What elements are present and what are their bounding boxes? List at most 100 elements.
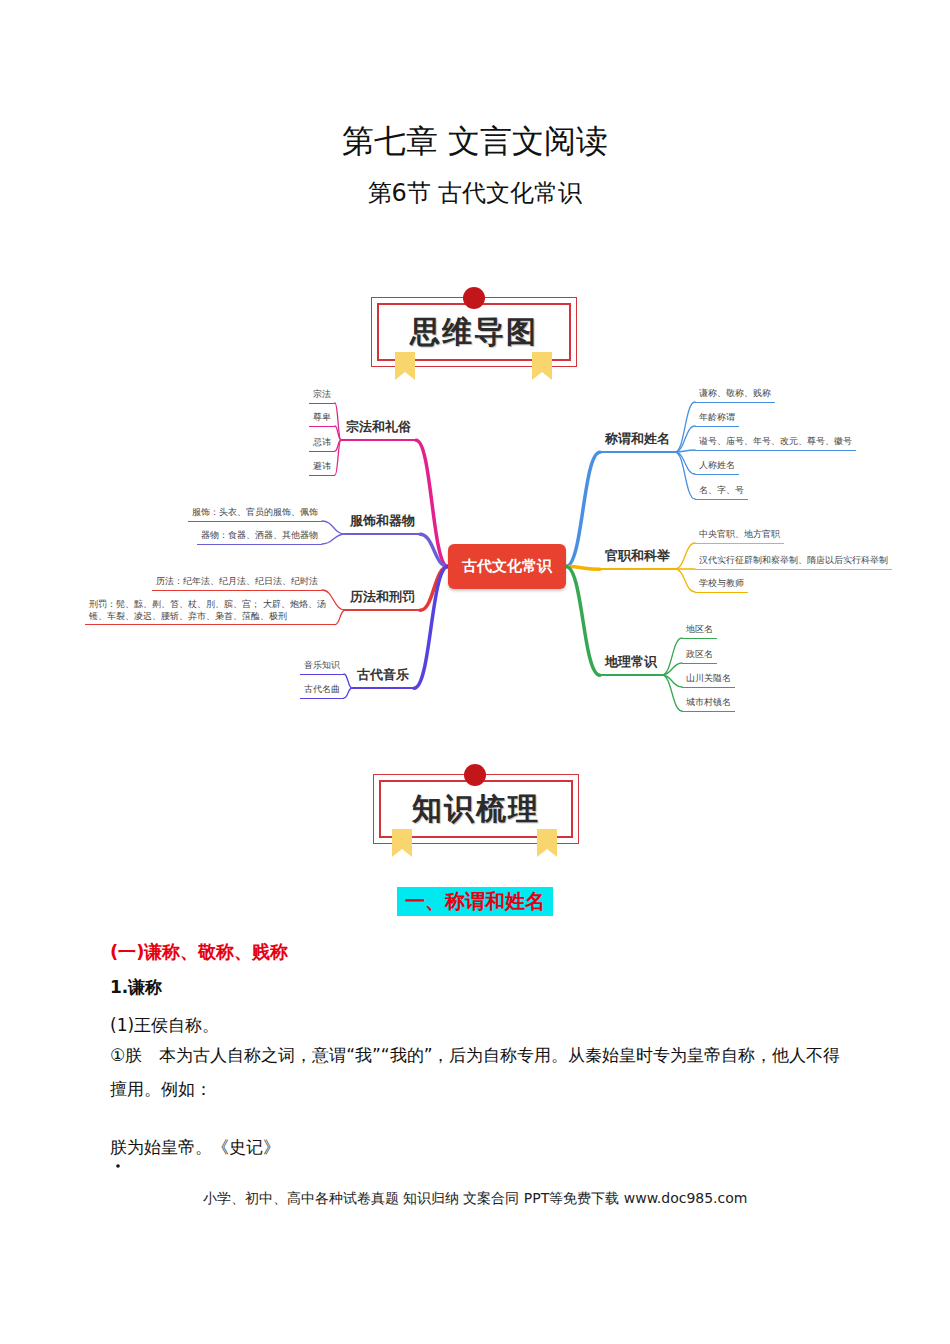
branch-connector xyxy=(566,567,600,676)
branch-connector xyxy=(675,569,695,592)
node-text: 历法和刑罚 xyxy=(350,589,415,605)
node-text: 中央官职、地方官职 xyxy=(699,529,780,541)
leaf-topic: 年龄称谓 xyxy=(695,412,739,427)
branch-connector xyxy=(675,543,695,569)
node-text: 古代文化常识 xyxy=(462,557,552,576)
node-text: 尊卑 xyxy=(313,412,331,424)
ribbon xyxy=(532,352,552,380)
leaf-topic: 城市村镇名 xyxy=(682,697,735,712)
subtitle: 第6节 古代文化常识 xyxy=(368,177,583,209)
node-text: 地区名 xyxy=(686,624,713,636)
branch-connector xyxy=(344,688,352,698)
leaf-topic: 中央官职、地方官职 xyxy=(695,529,784,544)
leaf-topic: 学校与教师 xyxy=(695,578,748,593)
branch-connector xyxy=(416,440,448,566)
branch-connector xyxy=(662,675,682,711)
leaf-topic: 忌讳 xyxy=(309,437,335,452)
node-text: 避讳 xyxy=(313,461,331,473)
branch-connector xyxy=(344,674,352,688)
ribbon xyxy=(395,352,415,380)
page-title: 第七章 文言文阅读 xyxy=(342,120,608,164)
page-footer: 小学、初中、高中各种试卷真题 知识归纳 文案合同 PPT等免费下载 www.do… xyxy=(203,1190,748,1208)
leaf-topic: 刑罚：髡、黥、劓、笞、杖、刖、膑、宫； 大辟、炮烙、汤镬、车裂、凌迟、腰斩、弃市… xyxy=(85,599,335,625)
example-text: 朕为始皇帝。《史记》 xyxy=(110,1130,280,1164)
branch-connector xyxy=(675,402,695,452)
node-text: 历法：纪年法、纪月法、纪日法、纪时法 xyxy=(156,576,318,588)
branch-connector xyxy=(335,440,341,475)
branch-topic: 宗法和礼俗 xyxy=(341,419,416,441)
branch-connector xyxy=(662,663,682,675)
section-subheading: (一)谦称、敬称、贱称 xyxy=(110,940,288,964)
leaf-topic: 音乐知识 xyxy=(300,660,344,675)
node-text: 地理常识 xyxy=(605,654,657,670)
branch-topic: 古代音乐 xyxy=(352,667,414,689)
node-text: 学校与教师 xyxy=(699,578,744,590)
branch-topic: 称谓和姓名 xyxy=(600,431,675,453)
node-text: 古代音乐 xyxy=(357,667,409,683)
leaf-topic: 尊卑 xyxy=(309,412,335,427)
leaf-topic: 名、字、号 xyxy=(695,485,748,500)
leaf-topic: 器物：食器、酒器、其他器物 xyxy=(197,530,322,545)
item-heading: 1.谦称 xyxy=(110,976,162,999)
banner-ornament xyxy=(395,287,552,380)
branch-connector xyxy=(335,610,345,625)
node-text: 器物：食器、酒器、其他器物 xyxy=(201,530,318,542)
branch-topic: 历法和刑罚 xyxy=(345,589,420,611)
node-text: 名、字、号 xyxy=(699,485,744,497)
node-text: 思维导图 xyxy=(410,312,538,353)
branch-topic: 服饰和器物 xyxy=(345,513,420,535)
branch-connector xyxy=(566,452,600,566)
body-text: (1)王侯自称。 xyxy=(110,1008,219,1042)
red-dot xyxy=(464,764,486,786)
node-text: 人称姓名 xyxy=(699,460,735,472)
branch-connector xyxy=(675,452,695,499)
leaf-topic: 政区名 xyxy=(682,649,717,664)
section-banner: 知识梳理 xyxy=(379,780,573,838)
node-text: 宗法 xyxy=(313,389,331,401)
branch-connector xyxy=(675,426,695,452)
node-text: 官职和科举 xyxy=(605,548,670,564)
leaf-topic: 宗法 xyxy=(309,389,335,404)
node-text: 知识梳理 xyxy=(412,789,540,830)
branch-connector xyxy=(675,452,695,474)
leaf-topic: 避讳 xyxy=(309,461,335,476)
node-text: 谦称、敬称、贱称 xyxy=(699,388,771,400)
node-text: 汉代实行征辟制和察举制、隋唐以后实行科举制 xyxy=(699,555,888,567)
node-text: 忌讳 xyxy=(313,437,331,449)
section-heading: 一、称谓和姓名 xyxy=(397,887,553,916)
node-text: 刑罚：髡、黥、劓、笞、杖、刖、膑、宫； 大辟、炮烙、汤镬、车裂、凌迟、腰斩、弃市… xyxy=(89,599,331,622)
node-text: 称谓和姓名 xyxy=(605,431,670,447)
section-banner: 思维导图 xyxy=(377,303,571,361)
ribbon xyxy=(392,829,412,857)
node-text: 古代名曲 xyxy=(304,684,340,696)
central-topic: 古代文化常识 xyxy=(448,544,566,589)
node-text: 音乐知识 xyxy=(304,660,340,672)
leaf-topic: 汉代实行征辟制和察举制、隋唐以后实行科举制 xyxy=(695,555,892,570)
branch-connector xyxy=(322,521,345,534)
node-text: 服饰和器物 xyxy=(350,513,415,529)
node-text: 一、称谓和姓名 xyxy=(405,888,545,915)
leaf-topic: 古代名曲 xyxy=(300,684,344,699)
leaf-topic: 谥号、庙号、年号、改元、尊号、徽号 xyxy=(695,436,856,451)
branch-topic: 官职和科举 xyxy=(600,548,675,570)
branch-connector xyxy=(675,450,695,452)
banner-ornament xyxy=(392,764,557,857)
node-text: 政区名 xyxy=(686,649,713,661)
node-text: 城市村镇名 xyxy=(686,697,731,709)
body-text: ①朕 本为古人自称之词，意谓“我”“我的”，后为自称专用。从秦始皇时专为皇帝自称… xyxy=(110,1038,855,1106)
node-text: 谥号、庙号、年号、改元、尊号、徽号 xyxy=(699,436,852,448)
leaf-topic: 服饰：头衣、官员的服饰、佩饰 xyxy=(188,507,322,522)
branch-connector xyxy=(420,534,448,566)
branch-connector xyxy=(322,534,345,544)
red-dot xyxy=(463,287,485,309)
ribbon xyxy=(537,829,557,857)
leaf-topic: 谦称、敬称、贱称 xyxy=(695,388,775,403)
node-text: 年龄称谓 xyxy=(699,412,735,424)
branch-connector xyxy=(662,638,682,675)
leaf-topic: 历法：纪年法、纪月法、纪日法、纪时法 xyxy=(152,576,322,591)
leaf-topic: 山川关隘名 xyxy=(682,673,735,688)
leaf-topic: 人称姓名 xyxy=(695,460,739,475)
node-text: 山川关隘名 xyxy=(686,673,731,685)
node-text: 宗法和礼俗 xyxy=(346,419,411,435)
emphasis-dot xyxy=(116,1164,120,1168)
